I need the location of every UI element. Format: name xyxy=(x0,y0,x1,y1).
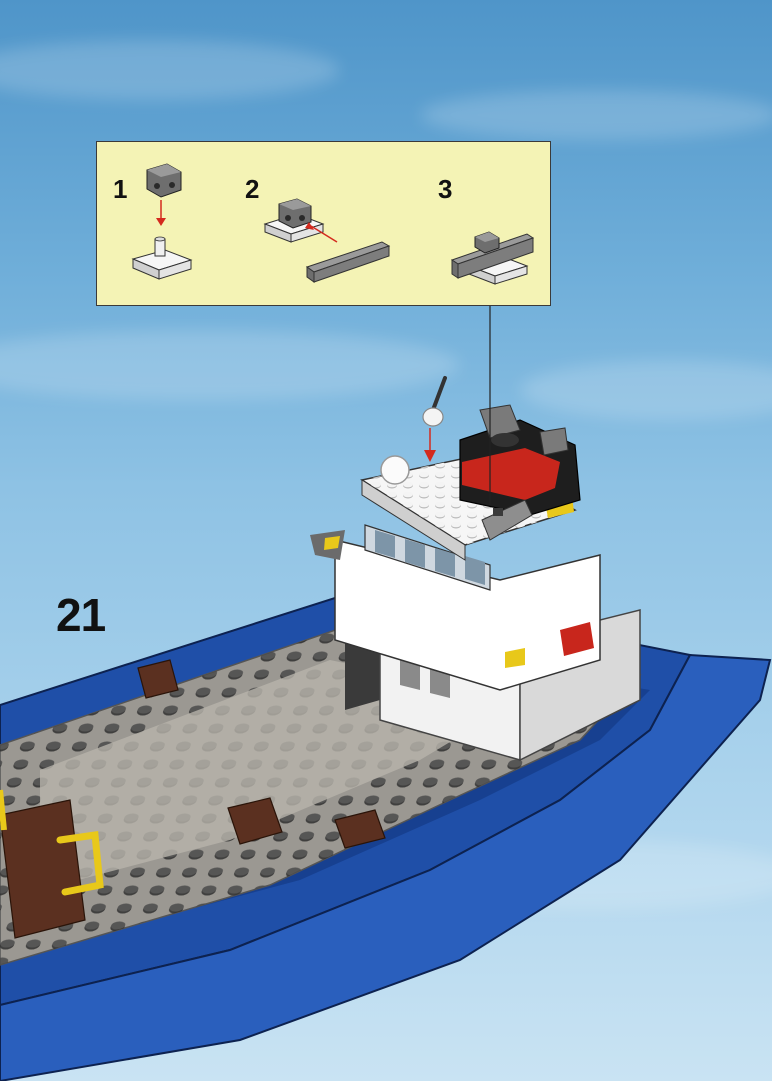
new-part-placement xyxy=(481,306,533,541)
cloud xyxy=(420,90,772,140)
substep-callout: 1 2 3 xyxy=(96,141,551,306)
substep-1-number: 1 xyxy=(113,174,128,204)
cloud xyxy=(520,360,772,420)
step-number: 21 xyxy=(56,589,106,641)
funnel xyxy=(459,404,581,516)
substep-3-number: 3 xyxy=(438,174,453,204)
antenna xyxy=(422,376,447,462)
callout-parts xyxy=(131,163,535,285)
cloud xyxy=(0,330,460,400)
substep-2-number: 2 xyxy=(245,174,260,204)
substep-2-parts xyxy=(263,198,391,283)
deck-fittings xyxy=(0,659,386,939)
cloud xyxy=(0,40,340,100)
substep-3-parts xyxy=(450,231,535,285)
bridge-superstructure xyxy=(310,524,641,762)
substep-1-parts xyxy=(131,163,193,280)
